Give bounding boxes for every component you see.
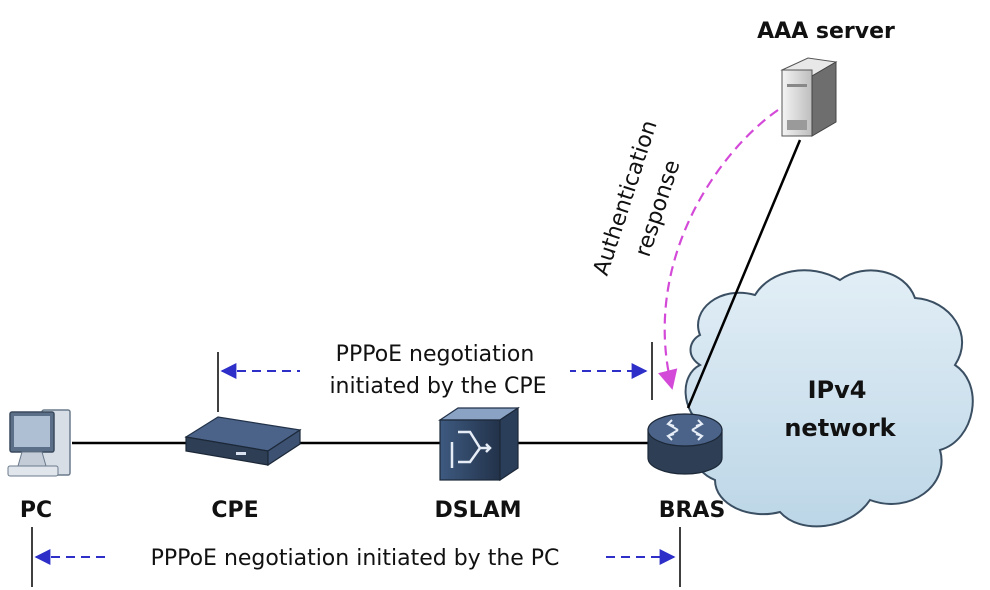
cpe-icon: [184, 416, 302, 467]
dslam-icon: [438, 406, 520, 482]
dslam-label: DSLAM: [434, 498, 521, 523]
bras-icon: [647, 413, 723, 475]
cpe-negotiation-line2: initiated by the CPE: [329, 374, 546, 399]
pc-label-backdrop: [108, 541, 602, 573]
link-bras-aaa: [686, 139, 802, 409]
cloud-label-line2: network: [784, 414, 896, 442]
cpe-label-backdrop: [300, 336, 570, 406]
pc-negotiation-label: PPPoE negotiation initiated by the PC: [151, 546, 560, 571]
aaa-server-label: AAA server: [757, 19, 895, 44]
pc-icon: [7, 409, 71, 477]
auth-response-text-group: Authentication response: [589, 117, 686, 278]
aaa-server-icon: [780, 57, 838, 137]
cloud-label-line1: IPv4: [808, 376, 867, 404]
cpe-negotiation-line1: PPPoE negotiation: [336, 342, 535, 367]
cpe-label: CPE: [211, 498, 258, 523]
bras-label: BRAS: [659, 498, 726, 523]
auth-response-arrow: [658, 109, 779, 390]
pc-label: PC: [20, 498, 52, 523]
